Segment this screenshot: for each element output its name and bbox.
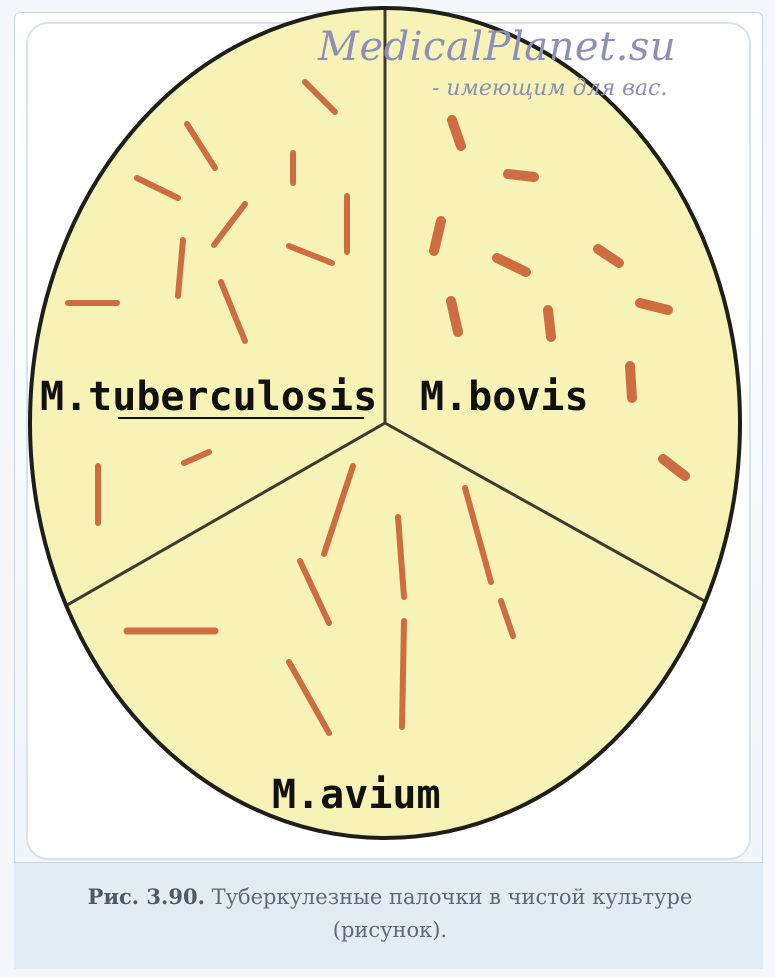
watermark-subtitle: - имеющим для вас.	[432, 76, 667, 101]
rod-m-bovis	[451, 301, 458, 332]
figure-caption: Рис. 3.90. Туберкулезные палочки в чисто…	[40, 880, 740, 947]
watermark-title: MedicalPlanet.su	[318, 24, 676, 70]
rod-m-bovis	[508, 174, 534, 177]
rod-m-bovis	[548, 310, 551, 337]
rod-m-bovis	[630, 366, 632, 398]
rod-m-bovis	[434, 221, 441, 251]
rod-m-bovis	[640, 303, 668, 310]
label-m-bovis: M.bovis	[420, 374, 589, 420]
caption-prefix: Рис. 3.90.	[88, 884, 205, 909]
rod-m-avium	[402, 621, 404, 727]
label-m-tuberculosis: M.tuberculosis	[40, 374, 377, 420]
caption-text: Туберкулезные палочки в чистой культуре …	[212, 885, 693, 942]
label-m-avium: M.avium	[272, 772, 441, 818]
